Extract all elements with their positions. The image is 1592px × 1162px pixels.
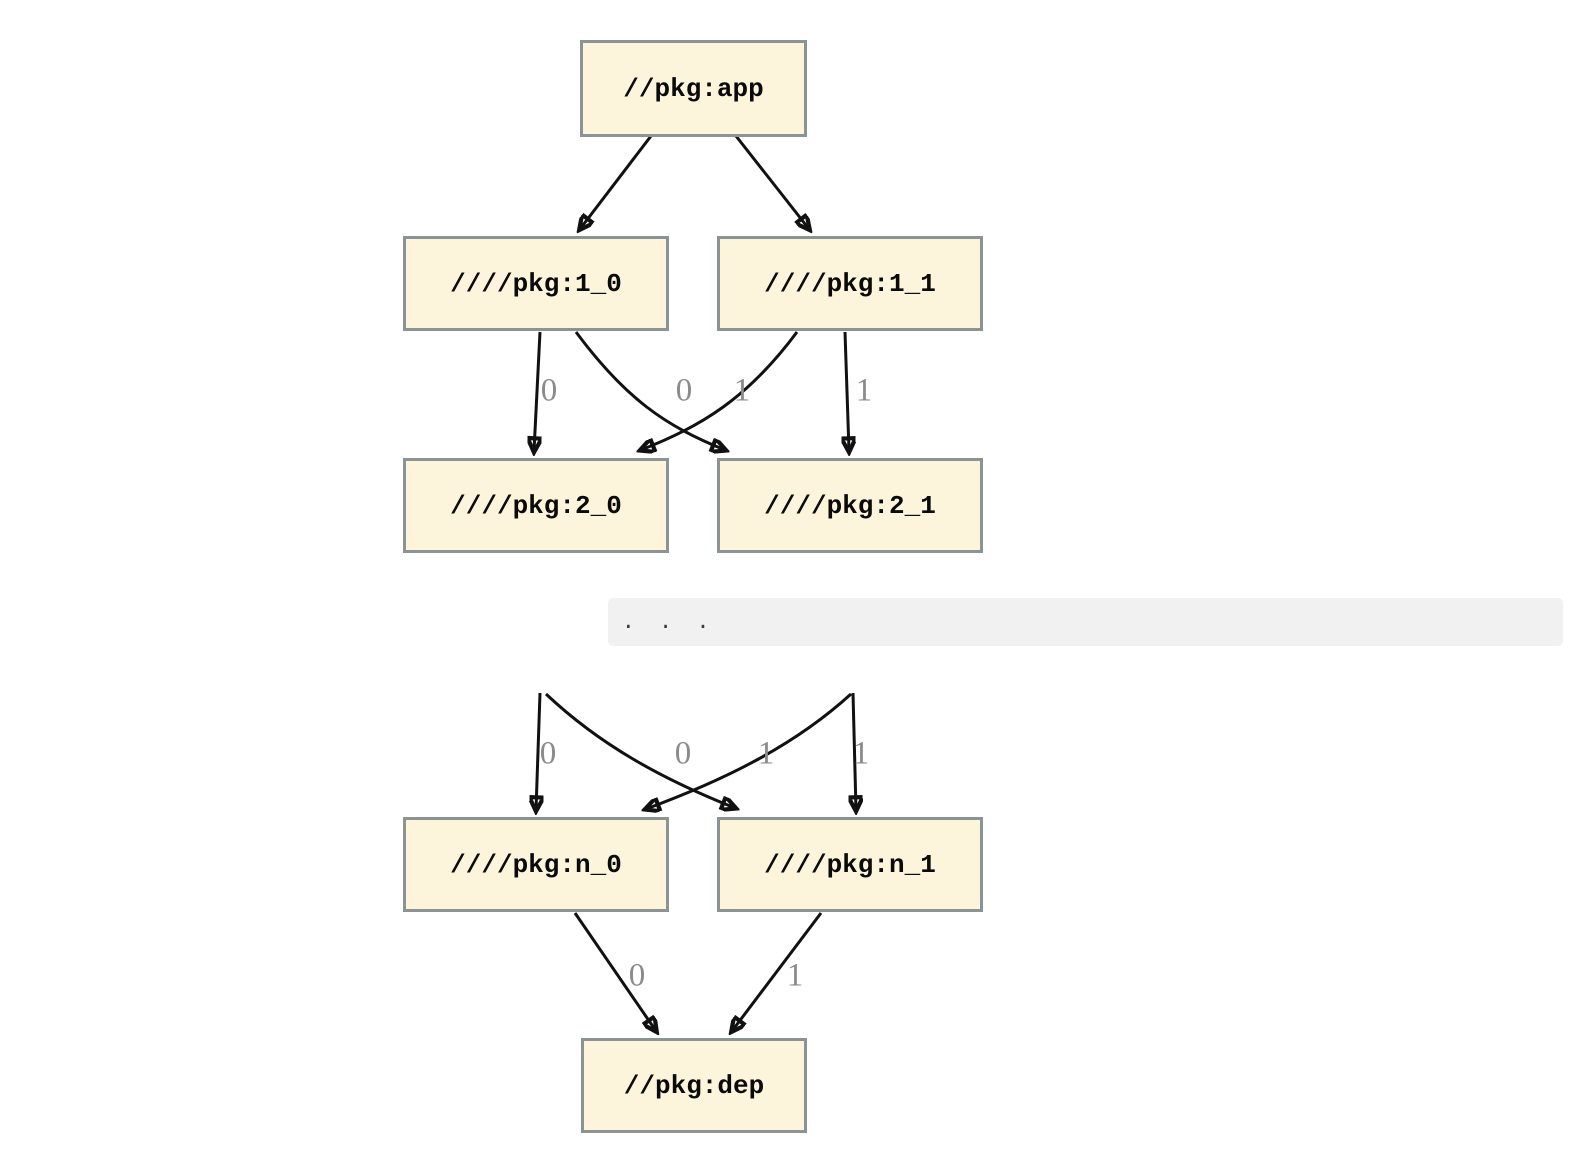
edge-label-ellipsis-n_1: 1: [852, 735, 870, 772]
edge-ellipsis-to-n_0-cross: [646, 692, 853, 809]
edge-label-1_0-2_0: 0: [540, 372, 558, 409]
edge-1_0-to-2_1: [574, 331, 725, 450]
node-pkg-n-0: ////pkg:n_0: [403, 817, 669, 912]
edge-1_1-to-2_1: [845, 331, 849, 451]
edge-app-to-1_0: [580, 135, 653, 229]
edge-label-1_1-2_0: 0: [675, 372, 693, 409]
edge-app-to-1_1: [734, 135, 809, 229]
node-pkg-2-0: ////pkg:2_0: [403, 458, 669, 553]
edge-label-n_1-dep: 1: [786, 957, 804, 994]
edge-ellipsis-to-n_1-straight: [853, 692, 856, 810]
edge-ellipsis-to-n_1: [544, 692, 735, 808]
node-pkg-1-1: ////pkg:1_1: [717, 236, 983, 331]
edge-n_0-to-dep: [573, 912, 656, 1031]
edge-label-ellipsis-n_0: 0: [539, 735, 557, 772]
edge-label-1_1-2_1: 1: [855, 372, 873, 409]
edge-1_0-to-2_0: [534, 331, 540, 451]
edge-label-ellipsis-n_1-cross: 1: [757, 735, 775, 772]
node-pkg-1-0: ////pkg:1_0: [403, 236, 669, 331]
edge-1_1-to-2_0: [641, 331, 799, 450]
edge-label-1_0-2_1: 1: [733, 372, 751, 409]
edge-ellipsis-to-n_0: [536, 692, 540, 810]
edge-label-n_0-dep: 0: [628, 957, 646, 994]
edge-label-ellipsis-n_0-cross: 0: [674, 735, 692, 772]
edge-n_1-to-dep: [732, 912, 823, 1031]
ellipsis-code-block: . . .: [608, 598, 1563, 646]
node-pkg-2-1: ////pkg:2_1: [717, 458, 983, 553]
node-pkg-app: //pkg:app: [580, 40, 807, 137]
node-pkg-dep: //pkg:dep: [581, 1038, 807, 1133]
node-pkg-n-1: ////pkg:n_1: [717, 817, 983, 912]
